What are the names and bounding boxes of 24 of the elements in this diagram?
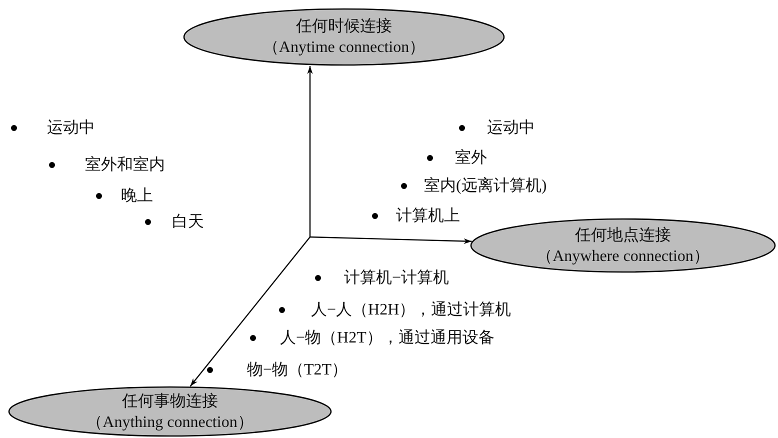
list-item: 运动中 [487, 118, 535, 138]
node-title: 任何事物连接 [122, 392, 218, 412]
list-item: 人−人（H2H），通过计算机 [311, 300, 512, 320]
list-item: 计算机−计算机 [344, 268, 450, 288]
node-title: 任何地点连接 [575, 226, 671, 246]
list-item: 晚上 [121, 186, 153, 206]
list-item: 室外 [455, 148, 487, 168]
axis-arrow [307, 66, 313, 237]
node-subtitle: （Anytime connection） [262, 38, 426, 58]
node-subtitle: （Anywhere connection） [536, 246, 710, 266]
ellipse-node [8, 386, 332, 437]
node-subtitle: （Anything connection） [86, 412, 254, 432]
list-item: 运动中 [47, 118, 95, 138]
list-item: 室内(远离计算机) [424, 176, 547, 196]
list-item: 物−物（T2T） [247, 360, 348, 380]
axis-arrow [310, 236, 472, 244]
node-title: 任何时候连接 [296, 16, 392, 37]
ellipse-node [183, 8, 505, 66]
list-item: 白天 [172, 212, 204, 232]
ellipse-node [470, 218, 776, 273]
list-item: 室外和室内 [85, 155, 165, 176]
list-item: 计算机上 [396, 206, 460, 226]
list-item: 人−物（H2T），通过通用设备 [280, 328, 494, 348]
axis-arrow [190, 236, 310, 387]
